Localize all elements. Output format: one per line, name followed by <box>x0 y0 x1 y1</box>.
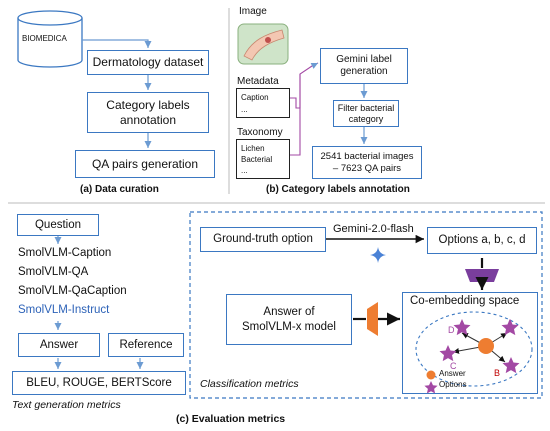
option-star-d <box>453 319 471 336</box>
options-box: Options a, b, c, d <box>427 227 537 254</box>
image-label: Image <box>239 6 267 17</box>
model-instruct: SmolVLM-Instruct <box>18 304 110 316</box>
caption-b: (b) Category labels annotation <box>266 184 410 195</box>
legend-option-star <box>424 381 438 394</box>
skin-image-icon <box>237 23 289 65</box>
taxonomy-line: Bacterial <box>241 155 273 165</box>
gemini-model-label: Gemini-2.0-flash <box>333 223 414 235</box>
point-label-d: D <box>448 325 455 335</box>
model-answer-box: Answer of SmolVLM-x model <box>226 294 352 345</box>
caption-c: (c) Evaluation metrics <box>176 413 286 425</box>
text-metrics-label: Text generation metrics <box>12 399 121 411</box>
sparkle-icon <box>370 247 386 263</box>
legend-options-label: Options <box>439 380 467 389</box>
scores-box: BLEU, ROUGE, BERTScore <box>12 371 186 395</box>
reference-box: Reference <box>108 333 184 357</box>
filter-box: Filter bacterial category <box>333 100 399 127</box>
point-label-a: A <box>507 318 514 328</box>
answer-encoder-icon <box>367 302 378 336</box>
dermatology-dataset-box: Dermatology dataset <box>87 50 209 75</box>
ground-truth-box: Ground-truth option <box>200 227 326 252</box>
co-embedding-title: Co-embedding space <box>410 295 520 307</box>
options-encoder-icon <box>465 269 499 282</box>
option-star-b <box>502 357 520 374</box>
answer-point <box>478 338 494 354</box>
taxonomy-line: Lichen <box>241 144 265 153</box>
caption-a: (a) Data curation <box>80 184 159 195</box>
category-labels-box: Category labels annotation <box>87 92 209 133</box>
model-qacaption: SmolVLM-QaCaption <box>18 285 127 297</box>
model-qa: SmolVLM-QA <box>18 266 89 278</box>
metadata-label: Metadata <box>237 76 279 87</box>
option-star-a <box>501 319 519 336</box>
biomedica-label: BIOMEDICA <box>22 34 67 43</box>
taxonomy-line: ... <box>241 166 248 176</box>
taxonomy-label: Taxonomy <box>237 127 283 138</box>
metadata-line: Caption <box>241 93 269 102</box>
taxonomy-box: Lichen Bacterial ... <box>236 139 290 179</box>
metadata-box: Caption ... <box>236 88 290 118</box>
legend-answer-label: Answer <box>439 369 466 378</box>
metadata-line: ... <box>241 104 248 114</box>
co-embedding-panel <box>402 292 538 394</box>
gemini-label-box: Gemini label generation <box>320 48 408 84</box>
qa-generation-box: QA pairs generation <box>75 150 215 178</box>
question-box: Question <box>17 214 99 236</box>
point-label-b: B <box>494 368 501 378</box>
option-star-c <box>439 345 457 362</box>
database-icon <box>17 10 83 68</box>
legend-answer-dot <box>426 370 436 380</box>
model-caption: SmolVLM-Caption <box>18 247 112 259</box>
point-label-c: C <box>450 361 457 371</box>
answer-box: Answer <box>18 333 100 357</box>
classification-metrics-label: Classification metrics <box>200 378 299 390</box>
result-box: 2541 bacterial images – 7623 QA pairs <box>312 146 422 179</box>
